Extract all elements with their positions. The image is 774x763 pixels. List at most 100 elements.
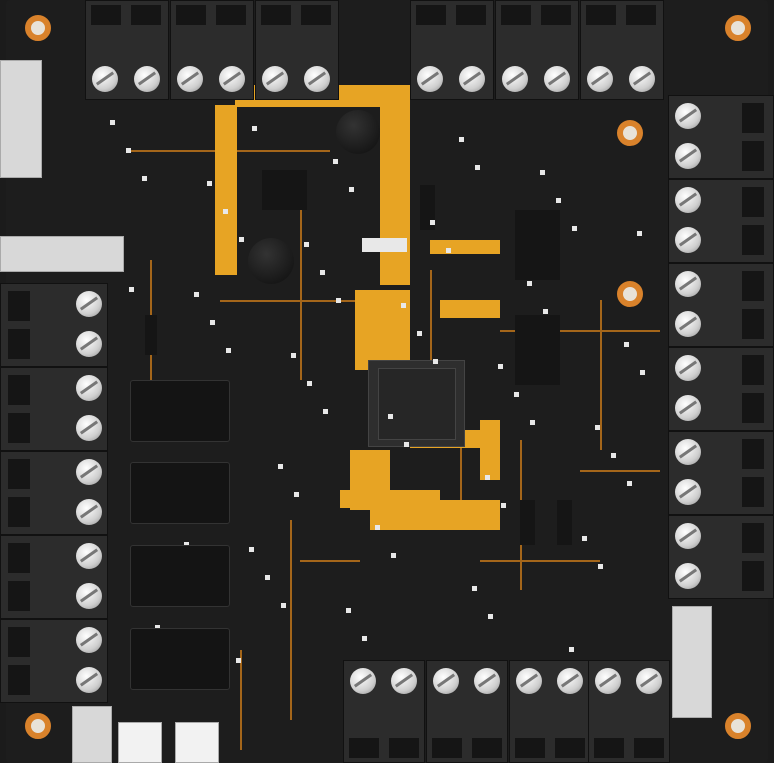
- inductor: [520, 500, 535, 545]
- smd-pad: [249, 547, 254, 552]
- transistor-array: [515, 210, 560, 280]
- terminal-slot: [91, 5, 121, 25]
- smd-pad: [333, 159, 338, 164]
- terminal-slot: [742, 439, 764, 469]
- smd-pad: [572, 226, 577, 231]
- smd-pad: [401, 303, 406, 308]
- header-connector: [0, 60, 42, 178]
- terminal-slot: [8, 329, 30, 359]
- terminal-screw: [76, 291, 102, 317]
- copper-pour: [370, 500, 500, 530]
- terminal-screw: [76, 667, 102, 693]
- terminal-screw: [587, 66, 613, 92]
- terminal-screw: [502, 66, 528, 92]
- terminal-slot: [216, 5, 246, 25]
- terminal-slot: [742, 103, 764, 133]
- smd-pad: [336, 298, 341, 303]
- terminal-slot: [742, 523, 764, 553]
- smd-pad: [362, 636, 367, 641]
- smd-pad: [142, 176, 147, 181]
- smd-pad: [291, 353, 296, 358]
- terminal-slot: [594, 738, 624, 758]
- smd-pad: [207, 181, 212, 186]
- trace: [580, 470, 660, 472]
- terminal-screw: [675, 187, 701, 213]
- terminal-slot: [8, 459, 30, 489]
- microcontroller-die: [378, 368, 456, 440]
- smd-pad: [627, 481, 632, 486]
- terminal-screw: [675, 355, 701, 381]
- mounting-hole: [25, 713, 51, 739]
- smd-pad: [514, 392, 519, 397]
- terminal-slot: [541, 5, 571, 25]
- smd-pad: [223, 209, 228, 214]
- terminal-screw: [544, 66, 570, 92]
- terminal-screw: [675, 311, 701, 337]
- smd-pad: [433, 359, 438, 364]
- terminal-slot: [472, 738, 502, 758]
- smd-pad: [265, 575, 270, 580]
- terminal-slot: [626, 5, 656, 25]
- terminal-screw: [304, 66, 330, 92]
- terminal-screw: [92, 66, 118, 92]
- header-connector: [118, 722, 162, 763]
- terminal-slot: [586, 5, 616, 25]
- terminal-screw: [595, 668, 621, 694]
- terminal-screw: [675, 143, 701, 169]
- header-connector: [175, 722, 219, 763]
- smd-pad: [498, 364, 503, 369]
- terminal-screw: [474, 668, 500, 694]
- smd-pad: [307, 381, 312, 386]
- mounting-hole: [725, 713, 751, 739]
- trace: [500, 330, 660, 332]
- copper-pour: [215, 105, 237, 275]
- smd-pad: [582, 536, 587, 541]
- smd-pad: [459, 137, 464, 142]
- terminal-screw: [76, 499, 102, 525]
- trace: [300, 200, 302, 380]
- smd-pad: [294, 492, 299, 497]
- smd-pad: [430, 220, 435, 225]
- terminal-screw: [675, 395, 701, 421]
- copper-pour: [355, 290, 410, 370]
- terminal-slot: [432, 738, 462, 758]
- header-connector: [672, 606, 712, 718]
- terminal-slot: [742, 141, 764, 171]
- terminal-screw: [76, 415, 102, 441]
- terminal-screw: [675, 227, 701, 253]
- terminal-screw: [433, 668, 459, 694]
- voltage-regulator: [262, 170, 307, 210]
- terminal-screw: [76, 331, 102, 357]
- smd-pad: [543, 309, 548, 314]
- capacitor: [336, 110, 380, 154]
- terminal-screw: [516, 668, 542, 694]
- smd-pad: [595, 425, 600, 430]
- terminal-slot: [389, 738, 419, 758]
- copper-pour: [440, 300, 500, 318]
- inductor: [420, 185, 435, 230]
- terminal-screw: [675, 563, 701, 589]
- trace: [600, 300, 602, 450]
- relay: [130, 462, 230, 524]
- terminal-screw: [262, 66, 288, 92]
- smd-pad: [637, 231, 642, 236]
- smd-pad: [485, 475, 490, 480]
- terminal-screw: [675, 523, 701, 549]
- smd-pad: [346, 608, 351, 613]
- terminal-screw: [76, 543, 102, 569]
- terminal-screw: [636, 668, 662, 694]
- trace: [480, 560, 600, 562]
- terminal-screw: [557, 668, 583, 694]
- smd-pad: [530, 420, 535, 425]
- inductor: [557, 500, 572, 545]
- terminal-slot: [8, 543, 30, 573]
- mounting-hole: [617, 120, 643, 146]
- terminal-slot: [8, 375, 30, 405]
- terminal-slot: [742, 355, 764, 385]
- terminal-slot: [742, 393, 764, 423]
- terminal-screw: [134, 66, 160, 92]
- terminal-slot: [8, 627, 30, 657]
- terminal-slot: [301, 5, 331, 25]
- terminal-screw: [76, 627, 102, 653]
- header-connector: [0, 236, 124, 272]
